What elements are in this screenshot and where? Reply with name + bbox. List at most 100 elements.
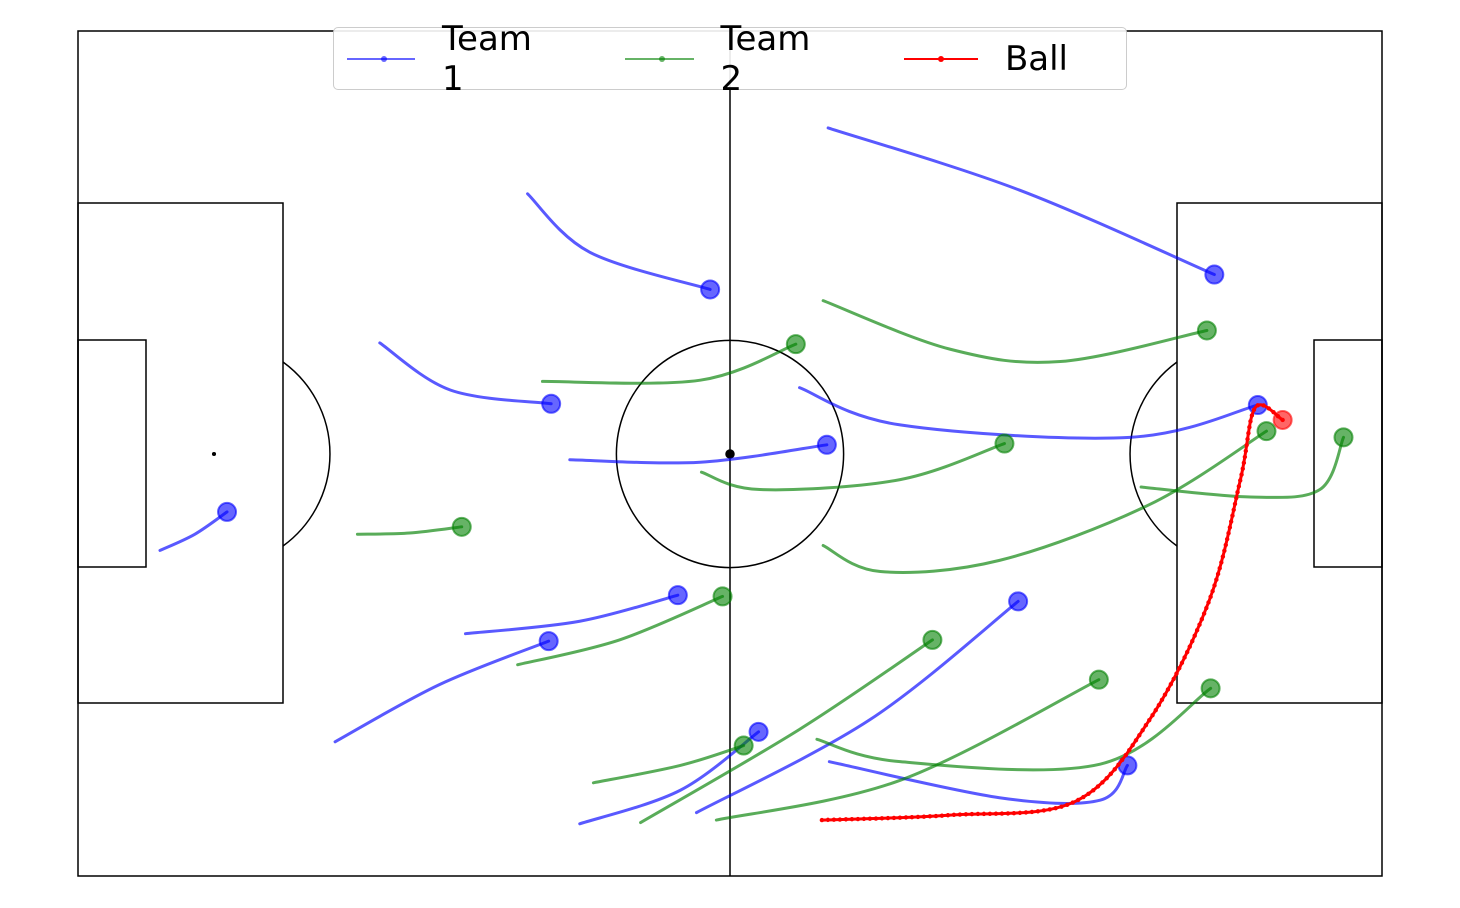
- ball-sample-point: [867, 816, 873, 821]
- ball-sample-point: [969, 811, 975, 817]
- team2-trajectory-9: [639, 638, 934, 825]
- ball-sample-point: [1222, 548, 1227, 553]
- team1-player-marker-2: [700, 279, 721, 300]
- ball-sample-point: [1064, 802, 1070, 808]
- ball-sample-point: [1091, 788, 1096, 793]
- ball-sample-point: [951, 812, 957, 818]
- ball-sample-point: [1208, 594, 1213, 599]
- ball-sample-point: [1119, 757, 1125, 763]
- ball-sample-point: [1133, 738, 1139, 743]
- ball-sample-point: [1242, 454, 1248, 460]
- ball-sample-point: [1236, 484, 1242, 489]
- ball-sample-point: [849, 817, 855, 822]
- legend-label-ball: Ball: [1004, 38, 1068, 79]
- ball-sample-point: [1210, 588, 1215, 594]
- ball-sample-point: [1035, 809, 1041, 814]
- ball-sample-point: [1201, 611, 1207, 616]
- team1-trajectory-1: [158, 510, 229, 552]
- ball-sample-point: [1095, 784, 1101, 789]
- ball-sample-point: [1053, 805, 1058, 811]
- ball-sample-point: [1266, 406, 1272, 411]
- ball-sample-point: [1231, 507, 1236, 512]
- team2-player-marker-9: [922, 629, 943, 650]
- ball-sample-point: [1017, 810, 1023, 816]
- legend-label-team1: Team 1: [442, 18, 532, 99]
- team2-player-marker-4: [1196, 320, 1217, 341]
- team2-trajectory-10: [714, 678, 1101, 822]
- team2-player-marker-6: [1333, 427, 1354, 448]
- ball-sample-point: [909, 815, 915, 820]
- ball-sample-point: [1246, 430, 1251, 436]
- ball-sample-point: [1127, 747, 1132, 753]
- ball-sample-point: [1190, 638, 1195, 644]
- ball-sample-point: [1179, 660, 1185, 666]
- team2-trajectory-8: [591, 744, 746, 785]
- left-goal-area: [77, 339, 147, 568]
- ball-sample-point: [1212, 583, 1217, 588]
- ball-sample-point: [933, 813, 939, 819]
- ball-sample-point: [1251, 407, 1257, 413]
- legend-label-team2: Team 2: [720, 18, 811, 99]
- ball-sample-point: [1187, 644, 1192, 649]
- ball-sample-point: [1123, 752, 1128, 758]
- ball-sample-point: [1174, 671, 1179, 676]
- ball-sample-point: [903, 815, 909, 820]
- ball-sample-point: [1029, 809, 1035, 815]
- team2-trajectory-4: [821, 299, 1209, 364]
- legend-swatch-ball: [903, 55, 978, 62]
- left-penalty-spot: [211, 451, 217, 457]
- team1-player-marker-8: [538, 631, 559, 652]
- team2-player-marker-11: [1200, 678, 1221, 699]
- ball-sample-point: [1130, 743, 1135, 748]
- center-circle: [615, 339, 845, 569]
- ball-sample-point: [1070, 800, 1075, 805]
- ball-sample-point: [1238, 478, 1243, 483]
- ball-sample-point: [1204, 605, 1209, 611]
- team1-player-marker-4: [816, 434, 837, 455]
- team2-trajectory-6: [1139, 435, 1345, 499]
- right-goal-area: [1313, 339, 1383, 568]
- legend-swatch-team2: [625, 55, 694, 62]
- ball-sample-point: [1177, 666, 1182, 671]
- ball-sample-point: [1197, 622, 1202, 627]
- ball-sample-point: [1184, 649, 1190, 655]
- ball-sample-point: [1165, 687, 1171, 692]
- ball-sample-point: [1206, 600, 1211, 605]
- ball-sample-point: [1156, 702, 1162, 708]
- ball-sample-point: [915, 814, 921, 820]
- legend-item-team1: Team 1: [347, 19, 554, 99]
- team2-player-marker-1: [451, 516, 472, 537]
- ball-sample-point: [927, 814, 933, 819]
- team1-player-marker-7: [667, 585, 688, 606]
- team1-trajectory-6: [798, 386, 1260, 440]
- team2-trajectory-2: [540, 342, 798, 385]
- ball-sample-point: [1199, 616, 1205, 622]
- legend-item-ball: Ball: [903, 38, 1068, 79]
- ball-sample-point: [1182, 655, 1187, 660]
- ball-sample-point: [885, 815, 891, 821]
- team2-trajectory-1: [355, 525, 464, 536]
- ball-sample-point: [1261, 403, 1266, 408]
- ball-sample-point: [1153, 707, 1158, 713]
- ball-sample-point: [975, 811, 981, 817]
- ball-sample-point: [1047, 807, 1052, 812]
- team1-trajectory-4: [568, 443, 829, 465]
- ball-sample-point: [1137, 733, 1142, 738]
- ball-sample-point: [819, 817, 825, 823]
- ball-sample-point: [1100, 780, 1105, 785]
- team1-player-marker-10: [1008, 591, 1029, 612]
- ball-sample-point: [873, 816, 879, 821]
- team2-player-marker-3: [994, 433, 1015, 454]
- ball-sample-point: [1248, 419, 1253, 424]
- team2-trajectory-11: [815, 686, 1213, 772]
- team2-trajectory-5: [821, 429, 1268, 574]
- ball-sample-point: [963, 812, 969, 817]
- ball-sample-point: [1159, 697, 1165, 703]
- ball-sample-point: [1081, 794, 1086, 800]
- ball-sample-point: [993, 811, 999, 816]
- team1-trajectory-8: [333, 639, 551, 744]
- ball-sample-point: [1086, 791, 1091, 797]
- ball-sample-point: [1239, 472, 1244, 477]
- ball-sample-point: [837, 817, 843, 822]
- trajectories: [158, 126, 1354, 826]
